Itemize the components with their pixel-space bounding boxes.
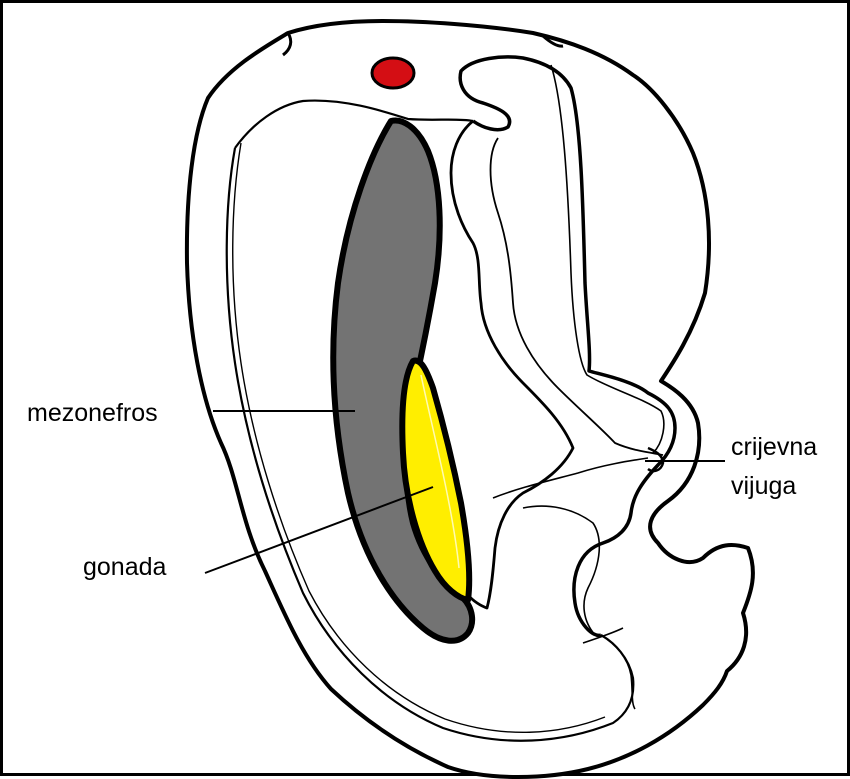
- label-gut-loop-line1: crijevna: [731, 433, 817, 461]
- embryo-diagram: mezonefros gonada crijevna vijuga: [3, 3, 850, 779]
- red-dot: [372, 58, 414, 88]
- label-mesonephros: mezonefros: [27, 399, 158, 427]
- label-gonad: gonada: [83, 553, 167, 581]
- label-gut-loop-line2: vijuga: [731, 472, 796, 500]
- embryo-outer-outline: [187, 21, 753, 777]
